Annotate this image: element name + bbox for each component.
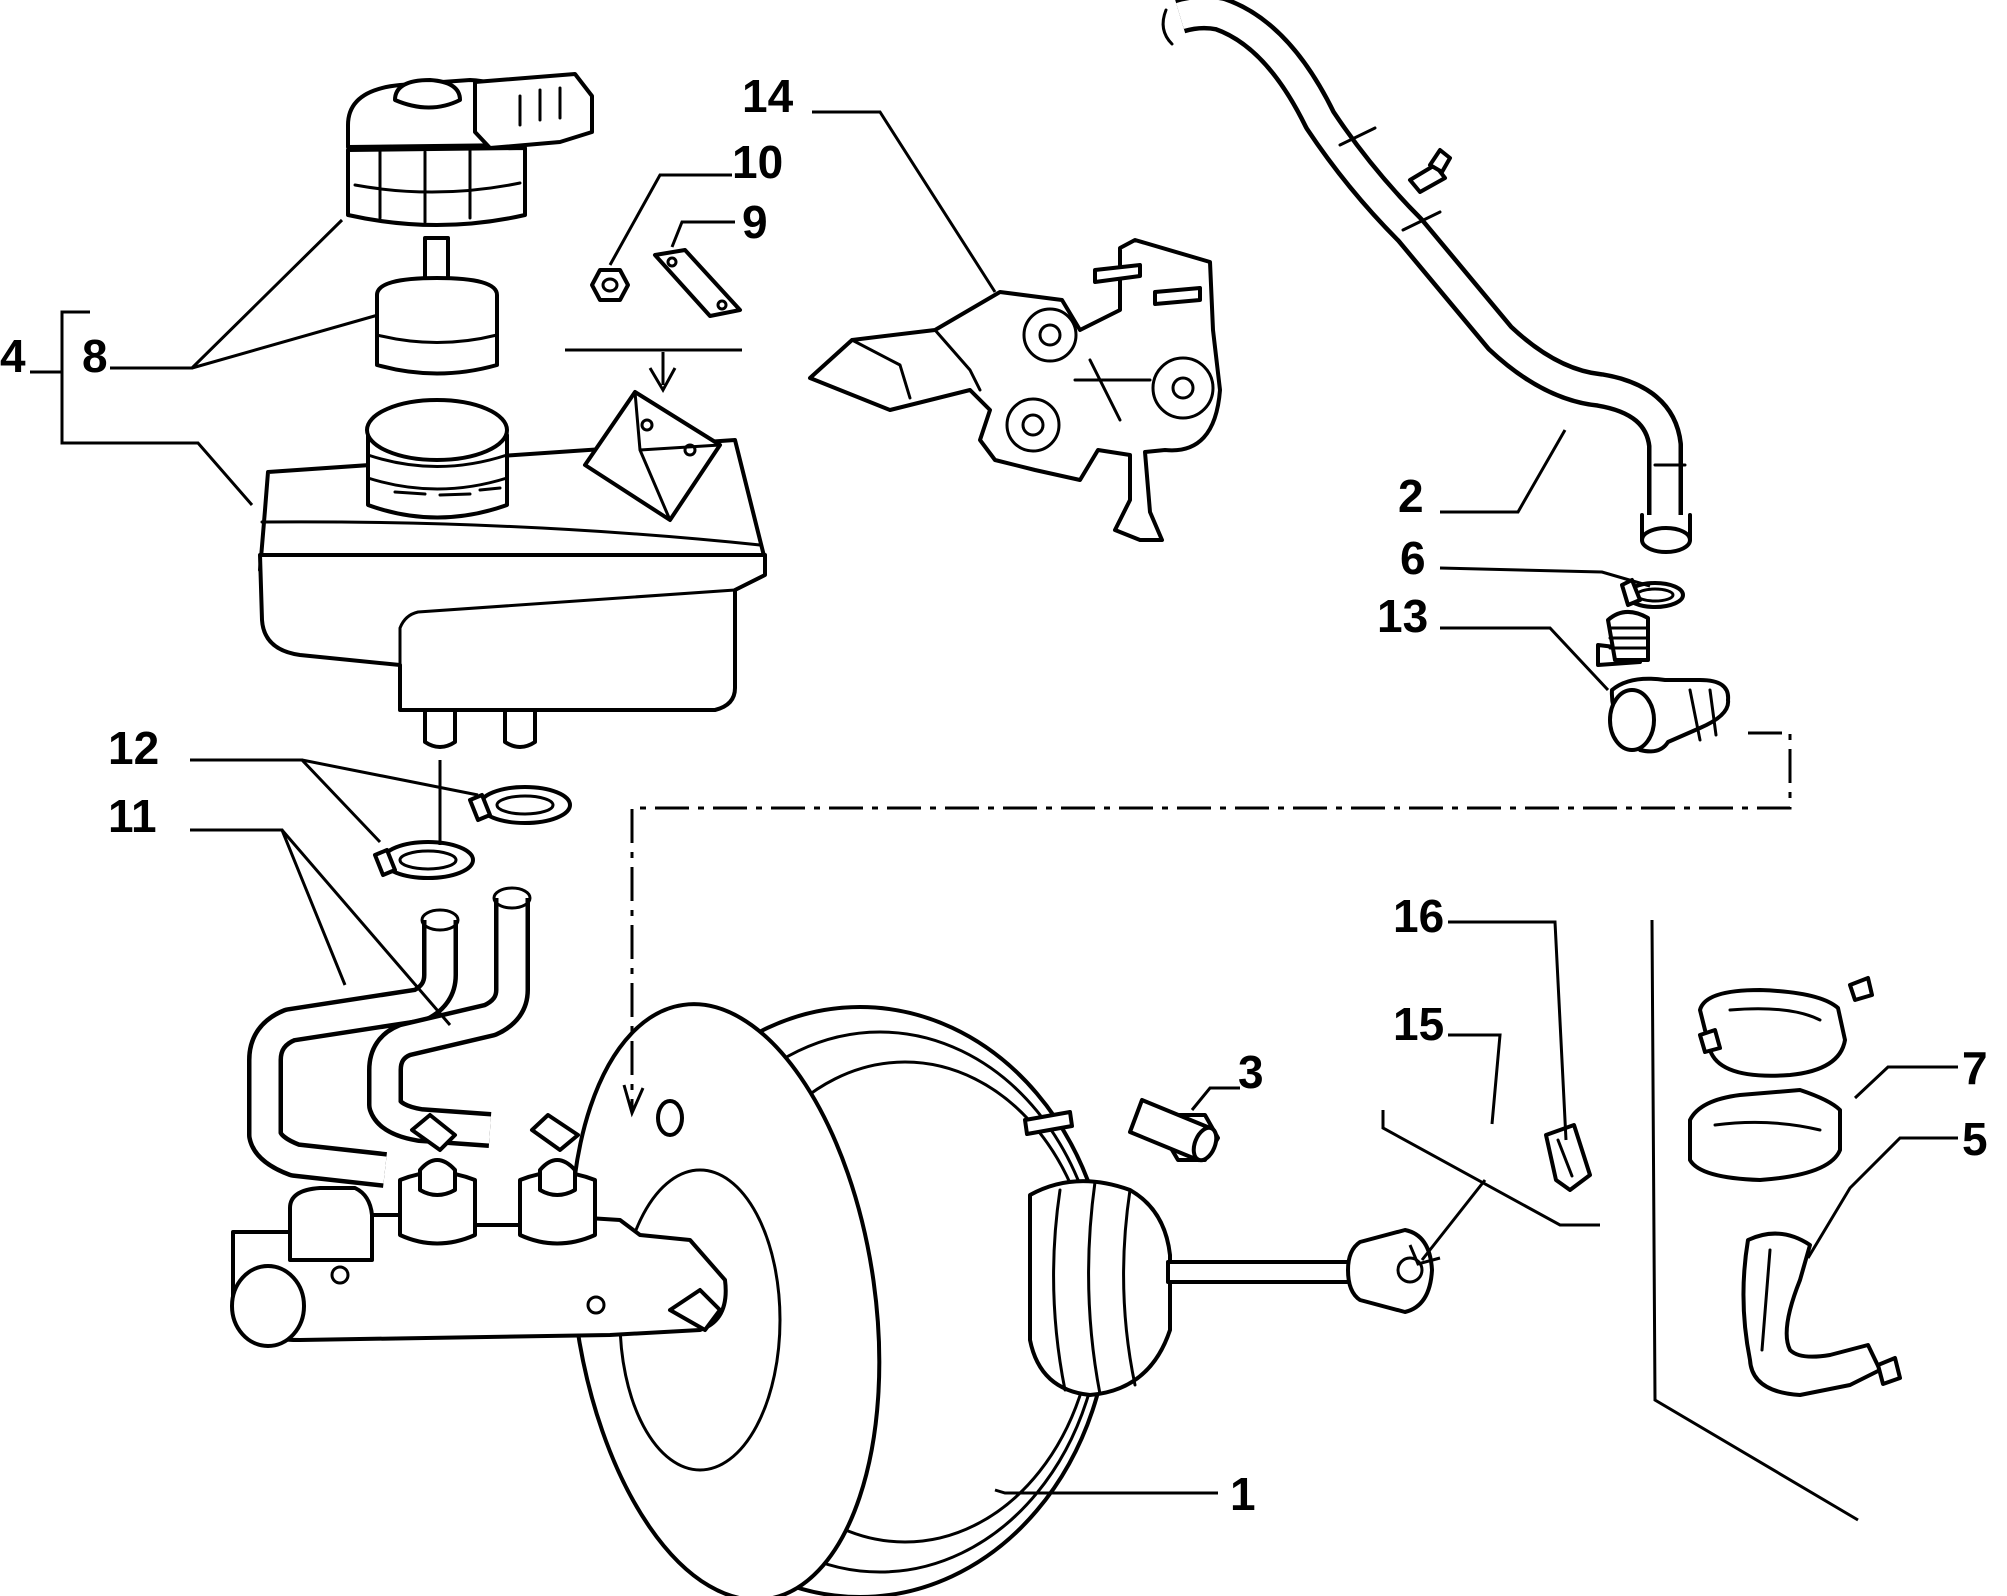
callout-9: 9 [742,196,768,248]
callout-12: 12 [108,722,159,774]
pointer-bracket-15-16 [1381,1110,1600,1266]
leader-6 [1439,566,1651,588]
leader-15 [1448,1033,1502,1125]
vacuum-hose-2 [1161,0,1692,554]
hose-clamps-12 [373,785,572,880]
nut-10 [590,268,630,302]
leader-11a [190,828,347,986]
pointer-bracket-9-10 [565,348,742,394]
callout-5: 5 [1962,1113,1988,1165]
plate-9 [653,248,742,318]
callout-8: 8 [82,330,108,382]
bracket-4-8 [30,310,254,506]
clip-16 [1544,1123,1592,1192]
callout-11: 11 [108,790,157,842]
callout-10: 10 [732,136,783,188]
hose-clip-7 [1688,976,1874,1182]
leader-12b [301,758,479,797]
routing-line [622,731,1792,1118]
leader-2 [1440,429,1567,514]
callout-labels: 1 2 3 4 5 6 7 8 9 10 11 12 13 14 15 16 [0,70,1988,1520]
callout-6: 6 [1400,532,1426,584]
callout-13: 13 [1377,590,1428,642]
leader-1 [994,1488,1218,1495]
hose-clamp-6 [1620,578,1685,609]
fluid-reservoir [258,390,767,749]
callout-14: 14 [742,70,794,122]
reservoir-cap-assembly [346,72,594,376]
callout-1: 1 [1230,1468,1256,1520]
callout-3: 3 [1238,1046,1264,1098]
assembly-frame-lines [1650,919,1859,1522]
leader-3 [1190,1086,1240,1111]
leader-7 [1853,1065,1958,1100]
leader-8a [110,218,344,370]
brake-booster-1 [568,1002,1434,1596]
callout-16: 16 [1393,890,1444,942]
feed-hoses-11 [247,886,532,1188]
leader-13 [1440,626,1610,692]
leader-5 [1806,1136,1958,1259]
pin-15 [1128,1098,1219,1163]
leader-9 [670,220,735,248]
callout-2: 2 [1398,470,1424,522]
leader-lines [110,110,1958,1495]
leader-11b [280,829,452,1026]
callout-4: 4 [0,330,26,382]
check-valve-13 [1596,610,1731,754]
leader-10 [608,173,732,266]
leader-16 [1448,920,1568,1141]
leader-14 [812,110,997,293]
support-bracket-14 [808,238,1222,542]
hose-clip-5 [1741,1231,1902,1397]
callout-15: 15 [1393,998,1444,1050]
callout-7: 7 [1962,1042,1988,1094]
master-cylinder [230,1113,728,1348]
leader-8b [191,313,379,370]
